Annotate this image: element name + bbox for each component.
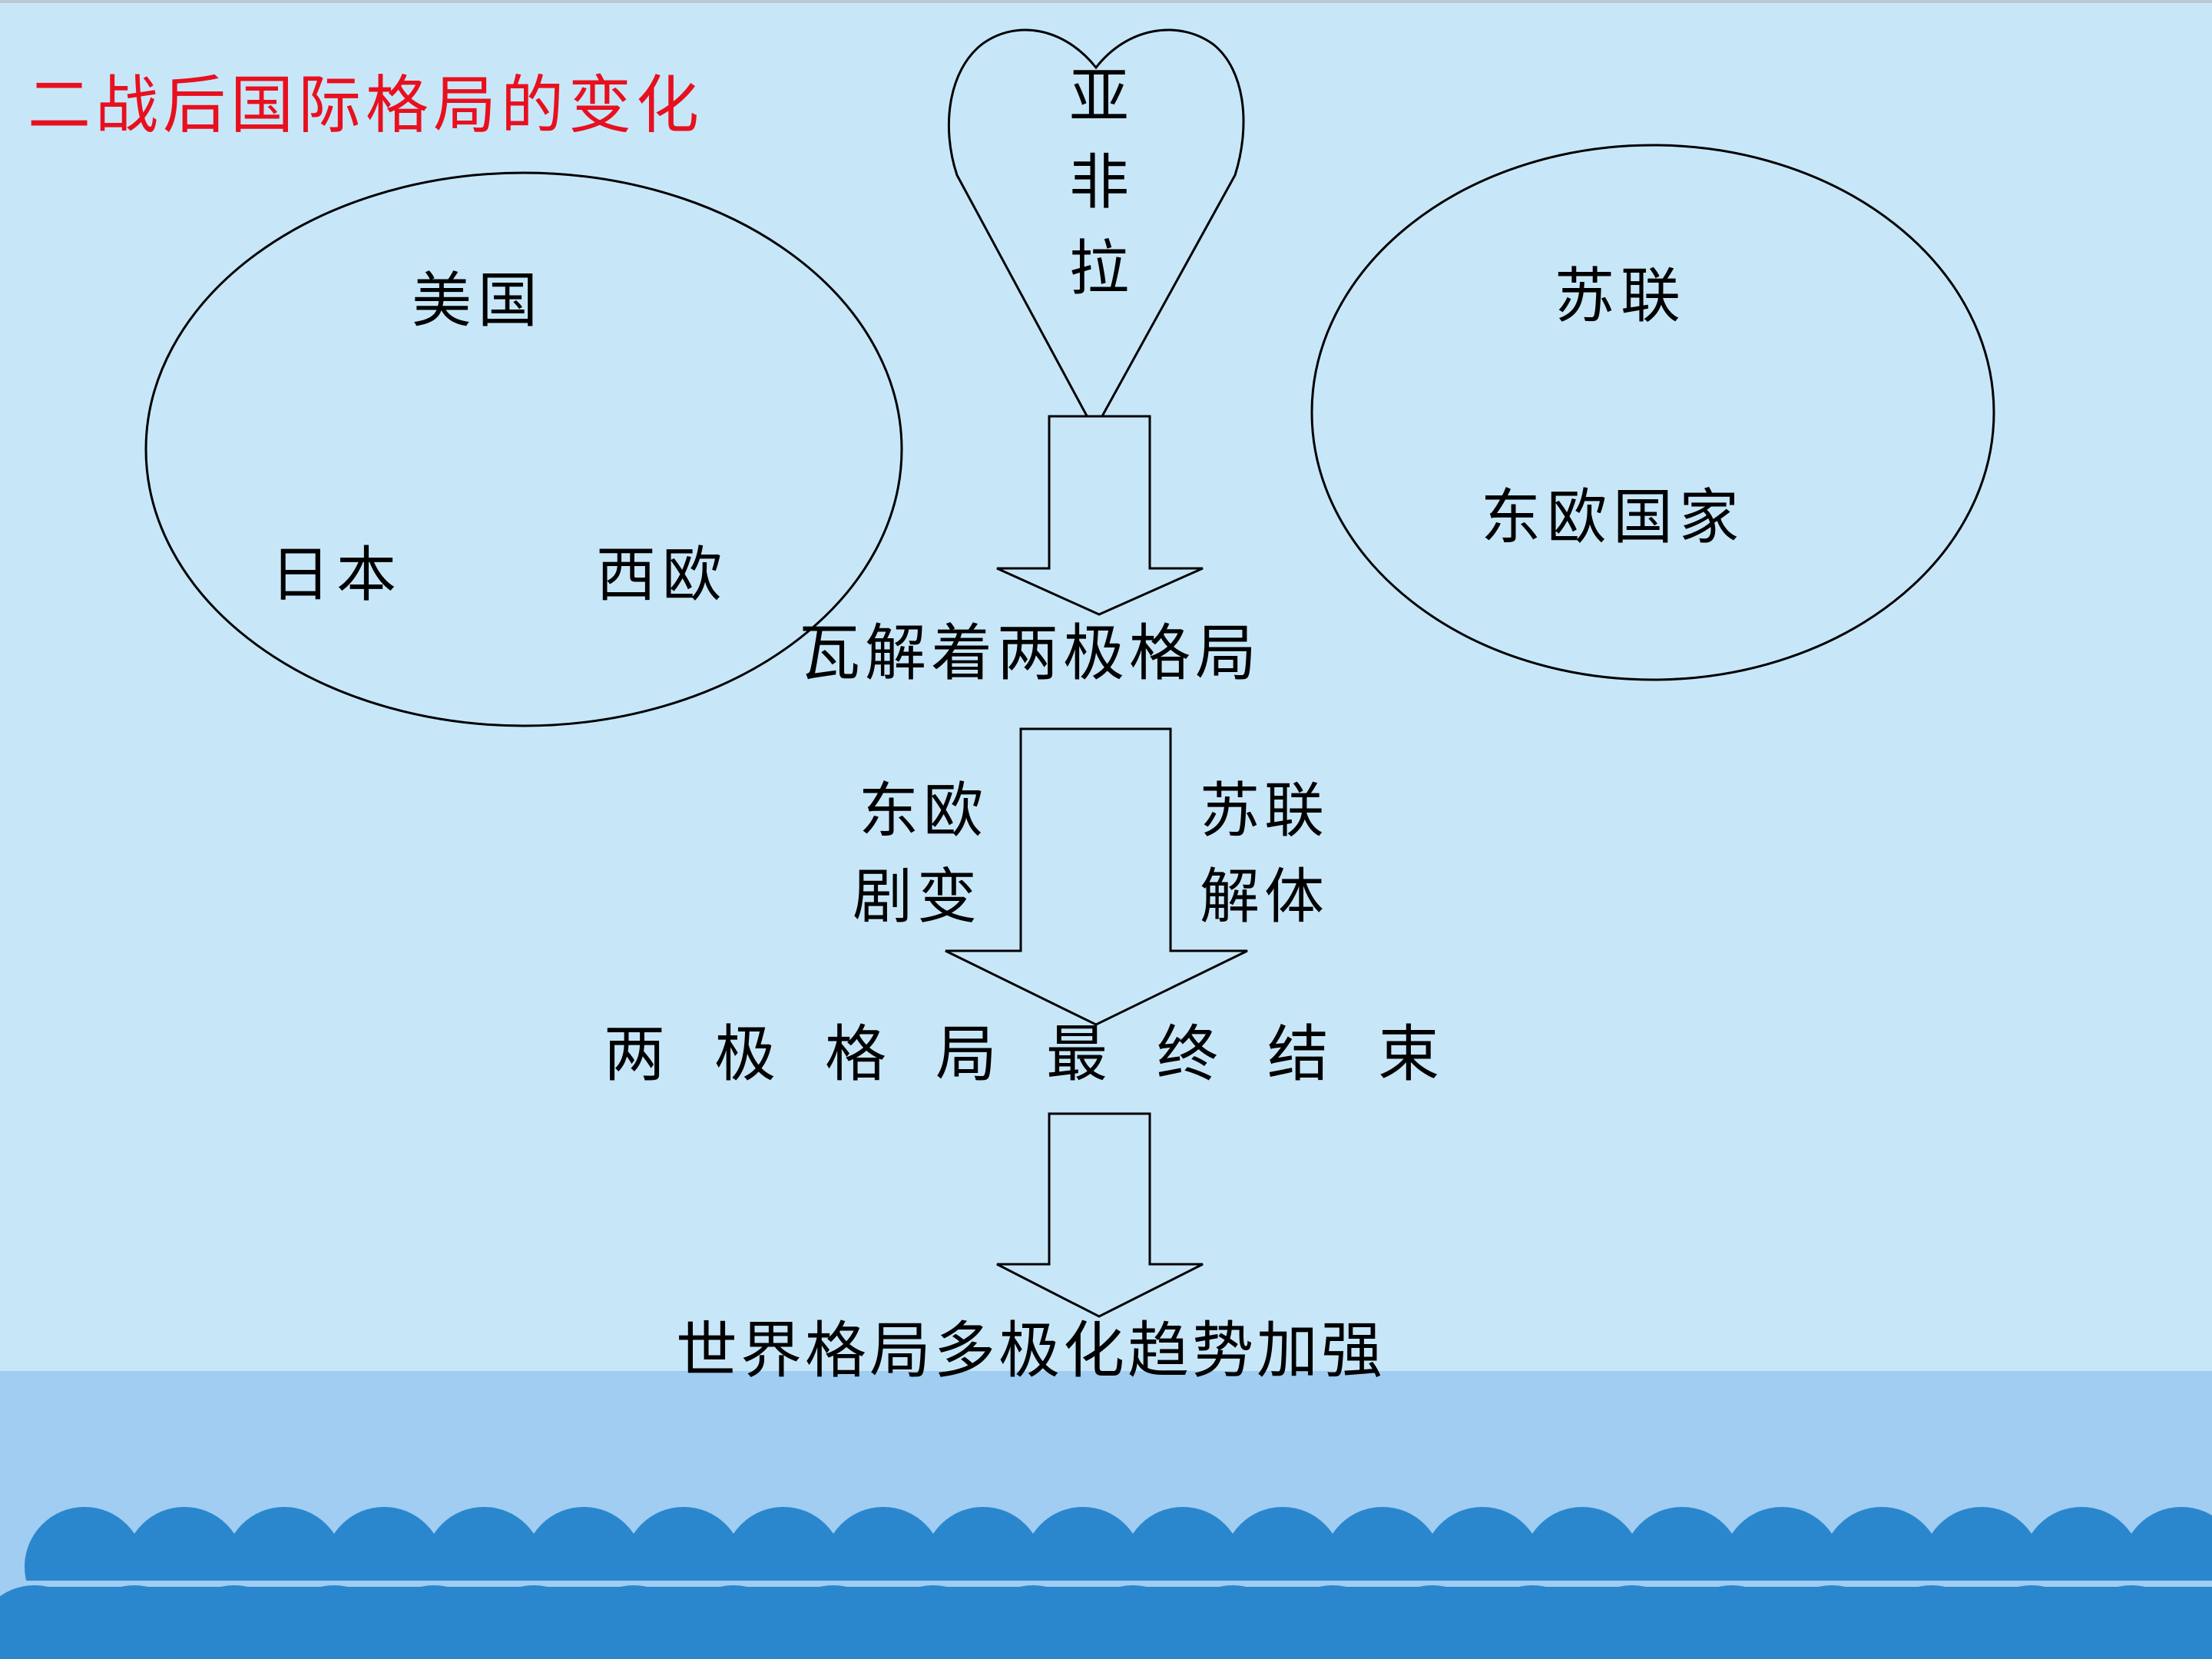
wave-circle <box>574 1585 694 1659</box>
heart-line-2: 非 <box>1069 148 1129 217</box>
step1-text: 瓦解着两极格局 <box>799 618 1261 689</box>
wave-circle <box>773 1585 893 1659</box>
heart-line-3: 拉 <box>1069 234 1129 303</box>
ussr-dissolution-line1: 苏联 <box>1200 777 1329 846</box>
heart-line-1: 亚 <box>1069 62 1129 131</box>
wave-circle <box>1073 1585 1193 1659</box>
wave-circle <box>973 1585 1093 1659</box>
wave-circle <box>1672 1585 1792 1659</box>
west-europe-label: 西欧 <box>596 541 728 610</box>
wave-circle <box>274 1585 394 1659</box>
japan-label: 日本 <box>270 541 402 610</box>
wave-circle <box>1373 1585 1492 1659</box>
ussr-label: 苏联 <box>1555 262 1687 331</box>
wave-circle <box>2071 1585 2191 1659</box>
wave-circle <box>2171 1588 2212 1659</box>
wave-circle <box>1872 1585 1992 1659</box>
slide-title: 二战后国际格局的变化 <box>28 69 704 142</box>
us-bloc-ellipse <box>144 171 903 727</box>
wave-circle <box>1173 1585 1293 1659</box>
down-arrow-1 <box>996 415 1204 616</box>
wave-separator <box>0 1581 2212 1587</box>
down-arrow-2 <box>945 727 1248 1026</box>
us-label: 美国 <box>412 267 544 336</box>
ussr-dissolution-line2: 解体 <box>1200 863 1329 932</box>
step3-text: 世界格局多极化趋势加强 <box>676 1315 1386 1386</box>
wave-decoration <box>0 1507 2212 1659</box>
wave-circle <box>374 1585 494 1659</box>
ussr-bloc-ellipse <box>1310 144 1995 681</box>
down-arrow-3 <box>996 1112 1204 1318</box>
wave-circle <box>1772 1585 1892 1659</box>
wave-circle <box>674 1585 793 1659</box>
east-europe-label: 东欧国家 <box>1481 483 1745 552</box>
wave-circle <box>75 1585 194 1659</box>
wave-circle <box>0 1585 94 1659</box>
top-border <box>0 0 2212 3</box>
east-europe-upheaval-line1: 东欧 <box>859 777 988 846</box>
wave-circle <box>873 1585 993 1659</box>
wave-circle <box>1472 1585 1592 1659</box>
wave-circle <box>1273 1585 1392 1659</box>
wave-circle <box>474 1585 594 1659</box>
wave-circle <box>1572 1585 1692 1659</box>
step2-text: 两极格局最终结束 <box>604 1018 1488 1090</box>
wave-circle <box>1972 1585 2091 1659</box>
east-europe-upheaval-line2: 剧变 <box>853 863 982 932</box>
wave-circle <box>174 1585 294 1659</box>
